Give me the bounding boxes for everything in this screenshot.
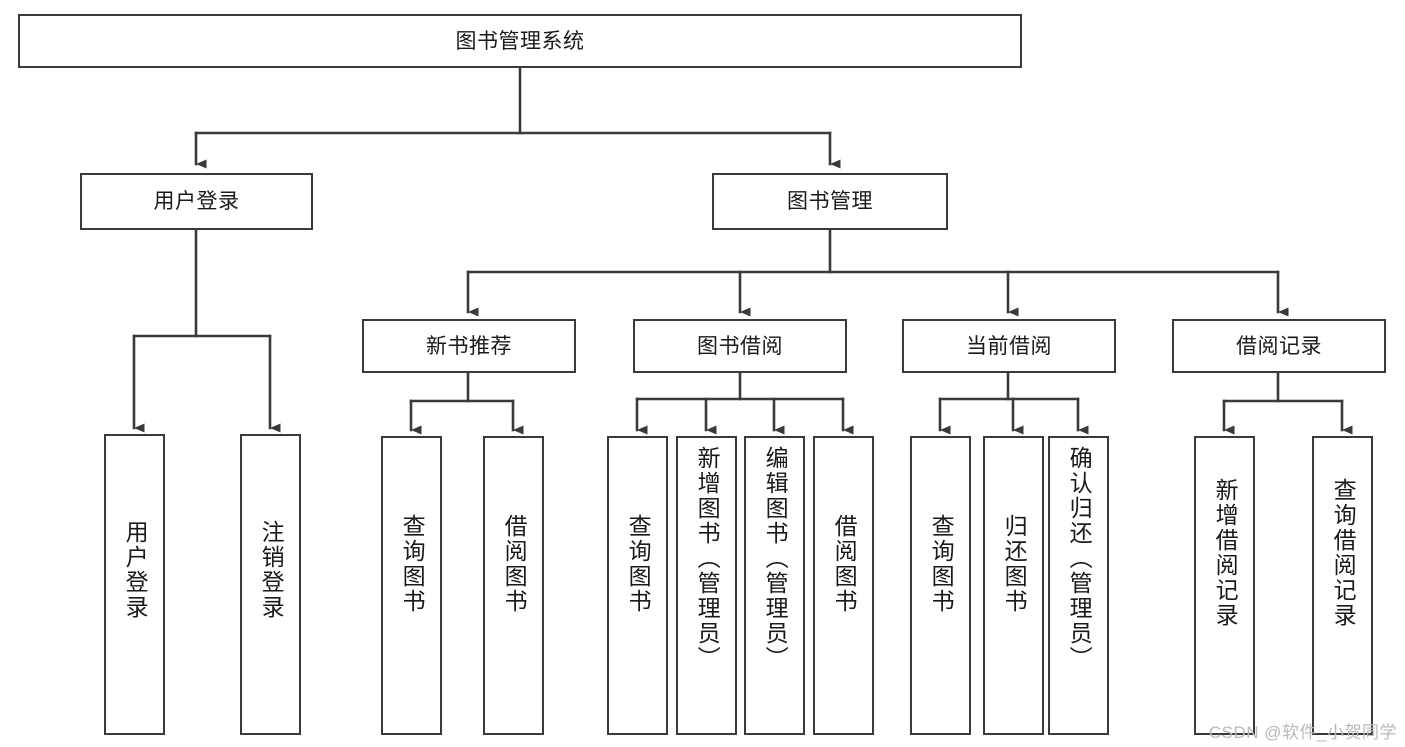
node-user-login-label: 用户登录 <box>153 190 240 213</box>
node-leaf-add-record-label: 新增借阅记录 <box>1212 478 1239 628</box>
node-new-book-recommend-label: 新书推荐 <box>426 334 512 358</box>
node-leaf-query-record[interactable]: 查询借阅记录 <box>1312 436 1373 735</box>
node-leaf-query-book-1[interactable]: 查询图书 <box>381 436 442 735</box>
node-leaf-query-record-label: 查询借阅记录 <box>1330 478 1357 628</box>
node-leaf-return-book[interactable]: 归还图书 <box>983 436 1044 735</box>
node-book-management[interactable]: 图书管理 <box>712 173 948 230</box>
node-leaf-add-book[interactable]: 新增图书（管理员） <box>676 436 737 735</box>
node-current-borrow-label: 当前借阅 <box>966 334 1052 358</box>
node-leaf-logout-login[interactable]: 注销登录 <box>240 434 301 735</box>
node-leaf-user-login-label: 用户登录 <box>122 520 149 620</box>
node-leaf-return-book-label: 归还图书 <box>1001 514 1028 614</box>
node-leaf-user-login[interactable]: 用户登录 <box>104 434 165 735</box>
node-leaf-logout-login-label: 注销登录 <box>258 520 285 620</box>
node-leaf-query-book-3-label: 查询图书 <box>928 514 955 614</box>
node-borrow-record-label: 借阅记录 <box>1236 334 1322 358</box>
node-user-login[interactable]: 用户登录 <box>80 173 313 230</box>
node-book-borrow-label: 图书借阅 <box>697 334 783 358</box>
node-leaf-confirm-return[interactable]: 确认归还（管理员） <box>1048 436 1109 735</box>
node-leaf-query-book-1-label: 查询图书 <box>399 514 426 614</box>
node-book-management-label: 图书管理 <box>787 190 873 213</box>
node-leaf-query-book-3[interactable]: 查询图书 <box>910 436 971 735</box>
node-leaf-add-book-label: 新增图书（管理员） <box>694 446 721 671</box>
node-leaf-edit-book-label: 编辑图书（管理员） <box>762 446 789 671</box>
node-borrow-record[interactable]: 借阅记录 <box>1172 319 1386 373</box>
node-book-borrow[interactable]: 图书借阅 <box>633 319 847 373</box>
node-leaf-borrow-book-1[interactable]: 借阅图书 <box>483 436 544 735</box>
node-leaf-query-book-2[interactable]: 查询图书 <box>607 436 668 735</box>
node-leaf-borrow-book-2-label: 借阅图书 <box>831 514 858 614</box>
node-root-label: 图书管理系统 <box>455 29 585 53</box>
node-current-borrow[interactable]: 当前借阅 <box>902 319 1116 373</box>
node-leaf-add-record[interactable]: 新增借阅记录 <box>1194 436 1255 735</box>
node-root[interactable]: 图书管理系统 <box>18 14 1022 68</box>
watermark-text: CSDN @软件_小贺同学 <box>1208 723 1397 742</box>
node-new-book-recommend[interactable]: 新书推荐 <box>362 319 576 373</box>
node-leaf-edit-book[interactable]: 编辑图书（管理员） <box>744 436 805 735</box>
node-leaf-borrow-book-1-label: 借阅图书 <box>501 514 528 614</box>
node-leaf-confirm-return-label: 确认归还（管理员） <box>1066 446 1093 671</box>
node-leaf-borrow-book-2[interactable]: 借阅图书 <box>813 436 874 735</box>
node-leaf-query-book-2-label: 查询图书 <box>625 514 652 614</box>
